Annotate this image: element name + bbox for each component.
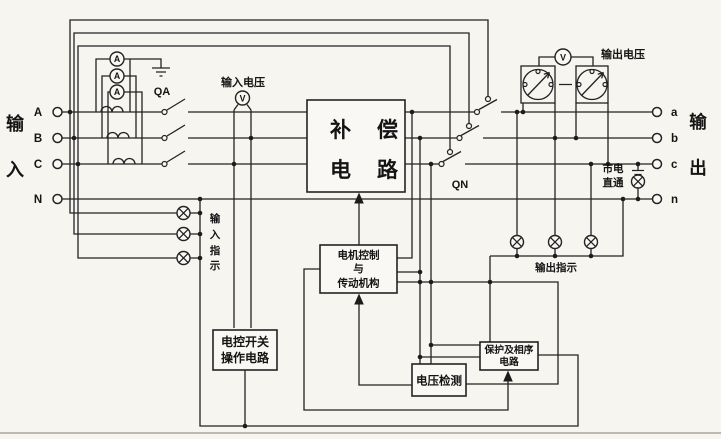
label-out-c: c [671,159,678,171]
label-output-voltage: 输出电压 [601,47,645,61]
label-qn: QN [452,179,469,191]
switch-operation-label-1: 电控开关 [221,334,269,349]
compensation-label-1: 补偿 [329,118,424,142]
signal-arrows [354,192,513,382]
output-terminals: a b c n 输 出 [651,106,707,206]
label-qa: QA [154,86,171,98]
motor-control-label-2: 与 [353,262,364,275]
voltmeter-icon [554,48,572,66]
lamp-icon [176,226,191,242]
terminal-n [651,193,663,205]
terminal-N [52,193,63,205]
wire-motor [244,203,509,426]
voltage-detection-label: 电压检测 [416,374,462,388]
variac-left [520,65,556,104]
ammeter-letter: A [114,71,121,81]
terminal-c [651,158,663,170]
qa-blades [166,98,186,163]
label-phase-a: A [34,107,42,119]
output-indicator-lamps: 输出指示 [509,234,599,274]
wire-bottom-loop [199,199,579,427]
ammeter-letter: A [114,87,121,97]
label-out-b: b [671,133,678,145]
label-output-indicator: 输出指示 [535,261,577,274]
wire-vout [538,56,594,86]
junction-dots [67,109,641,429]
qn-blades [442,98,498,163]
qa-switch: QA [154,86,171,168]
arrow-to-protection [503,370,513,382]
variac-brushes [527,71,605,96]
label-input-group-1: 输 [6,113,25,134]
wire-output-lamps [490,103,624,257]
wire-vin-legs [233,104,252,328]
motor-control-box: 电机控制 与 传动机构 [319,244,398,294]
ammeter-icon [109,51,125,67]
label-output-group-2: 出 [689,158,707,178]
terminal-b [651,132,663,144]
arrow-to-motor-control [354,293,364,305]
label-input-indicator-2: 入 [210,229,221,241]
switch-operation-label-2: 操作电路 [221,350,270,365]
label-input-voltage: 输入电压 [221,75,265,89]
protection-box: 保护及相序 电路 [479,341,539,371]
ammeter-icon [109,68,125,84]
label-input-group-2: 入 [6,160,24,180]
ammeter-letter: A [114,54,121,64]
input-voltage-meter: V 输入电压 [221,75,265,106]
output-voltage-meter: V 输出电压 [554,47,645,66]
ct-bumps [100,105,136,165]
label-mains-direct-2: 直通 [603,176,624,189]
wire-risers [397,112,559,385]
label-out-a: a [671,107,678,119]
voltage-detection-box: 电压检测 [411,363,467,397]
terminal-a [651,106,663,118]
lamp-icon [583,234,599,250]
lamp-icon [509,234,525,250]
terminal-B [52,132,63,144]
lamp-icon [176,250,191,266]
input-terminals: A B C N 输 入 [6,106,63,206]
label-input-indicator-3: 指 [210,244,221,257]
lamp-icon [630,174,646,189]
label-out-n: n [671,194,678,206]
label-mains-direct-1: 市电 [603,162,624,175]
label-input-indicator-1: 输 [210,212,221,225]
protection-label-2: 电路 [499,355,519,368]
switch-operation-box: 电控开关 操作电路 [212,329,278,371]
wire-mains-direct [632,164,644,199]
lamp-icon [547,234,563,250]
ammeter-group: A A A [109,51,125,100]
ammeter-icon [109,84,125,100]
wires [0,19,721,434]
variac-right [575,65,609,104]
lamp-icon [176,205,191,221]
wire-ct-loops [95,58,162,164]
voltmeter-icon [234,90,251,106]
label-phase-n: N [34,194,42,206]
compensation-box: 补偿 电路 [306,99,424,193]
label-input-indicator-4: 示 [210,260,221,272]
terminal-A [52,106,63,118]
mains-direct-lamp: 市电 直通 [603,162,646,189]
ground-icon [152,67,170,77]
label-output-group-1: 输 [689,112,707,132]
protection-label-1: 保护及相序 [484,343,534,356]
input-indicator-lamps: 输 入 指 示 [176,205,221,272]
wire-input-lamps [69,112,200,259]
motor-control-label-1: 电机控制 [338,249,380,262]
voltmeter-letter: V [560,53,566,63]
label-phase-c: C [34,159,42,171]
terminal-C [52,158,63,170]
motor-control-label-3: 传动机构 [337,277,380,290]
compensation-label-2: 电路 [330,158,424,182]
arrow-to-compensation [354,192,364,204]
label-phase-b: B [34,133,42,145]
qn-switch: QN [438,95,492,191]
voltmeter-letter: V [240,94,246,104]
wire-bypass [69,19,489,164]
